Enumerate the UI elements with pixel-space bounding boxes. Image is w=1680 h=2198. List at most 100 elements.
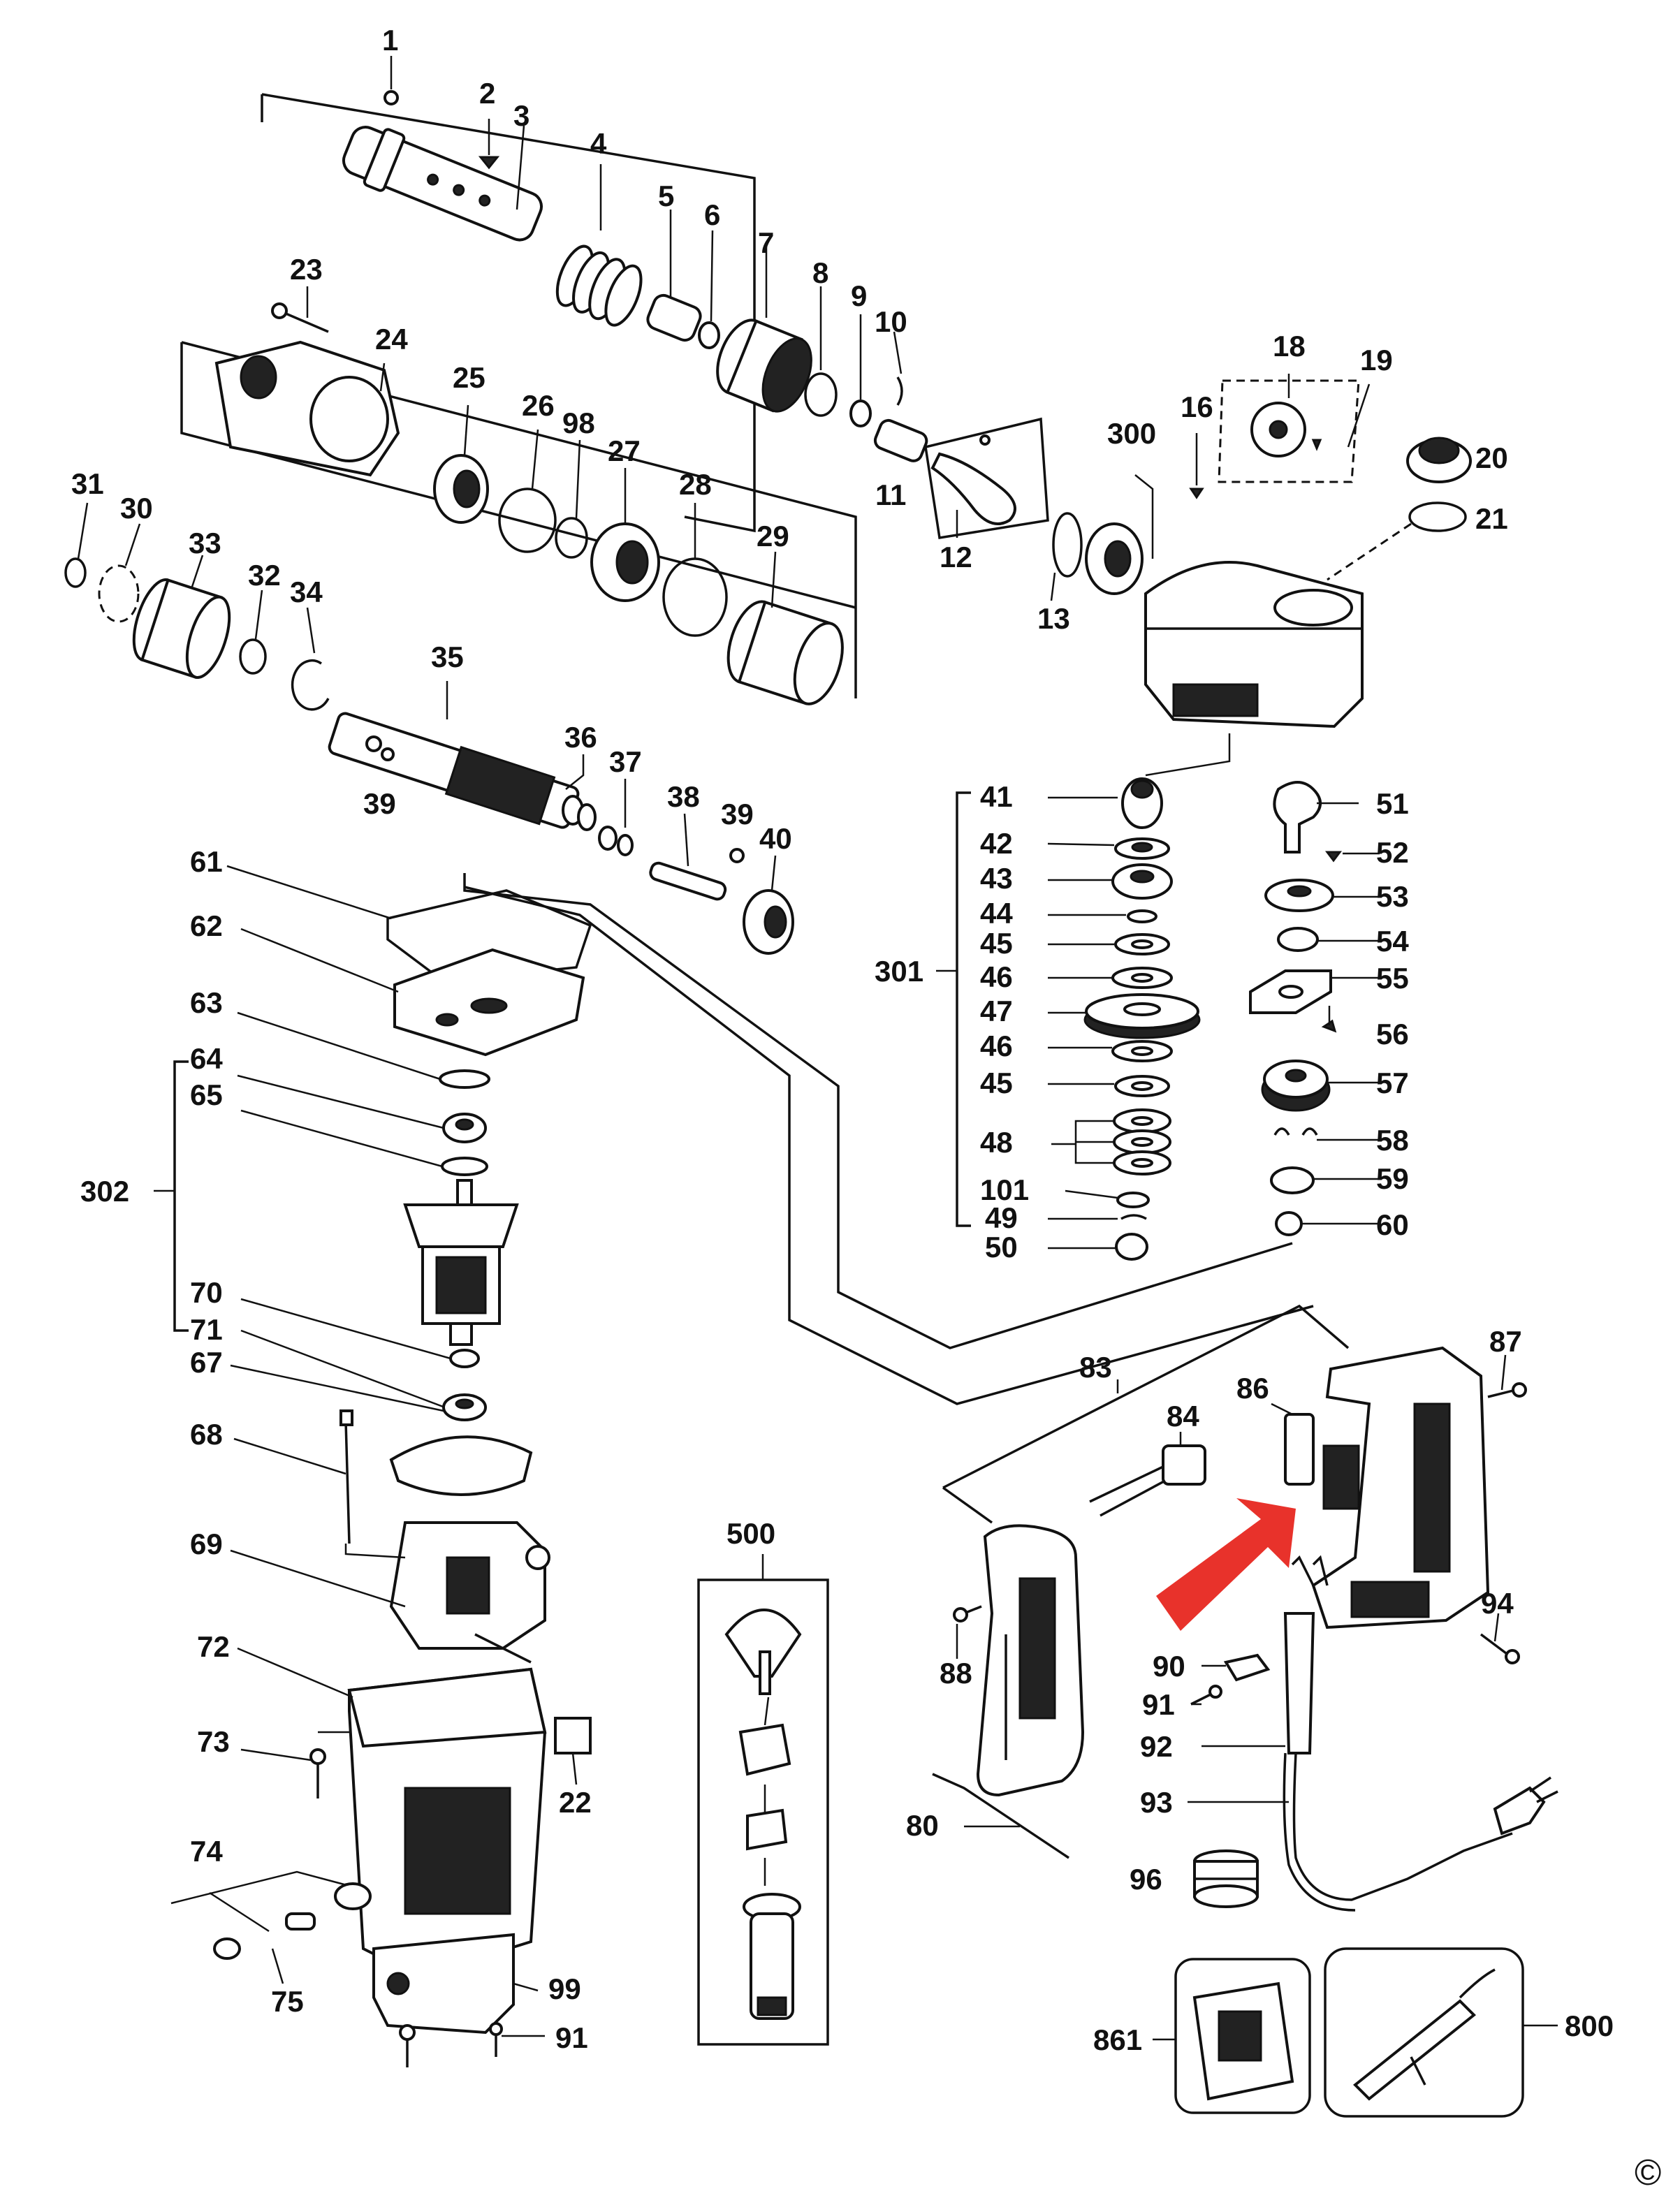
part-label-47: 47 <box>980 995 1013 1027</box>
spindle-assembly <box>180 56 1472 777</box>
part-label-27: 27 <box>608 434 641 467</box>
barrel-assembly <box>64 286 844 955</box>
part-label-500: 500 <box>726 1517 775 1550</box>
part-label-63: 63 <box>190 986 223 1019</box>
part-label-9: 9 <box>851 279 867 312</box>
part-label-70: 70 <box>190 1276 223 1309</box>
part-label-29: 29 <box>757 520 789 552</box>
part-label-33: 33 <box>189 527 221 559</box>
part-label-91a: 91 <box>555 2021 588 2054</box>
part-label-53: 53 <box>1376 880 1409 913</box>
part-label-80: 80 <box>906 1809 939 1842</box>
copyright-icon: © <box>1635 2153 1661 2193</box>
part-label-1: 1 <box>382 24 398 57</box>
part-label-91b: 91 <box>1142 1688 1175 1721</box>
part-label-41: 41 <box>980 780 1013 813</box>
part-label-60: 60 <box>1376 1208 1409 1241</box>
part-label-301: 301 <box>875 955 923 988</box>
part-label-92: 92 <box>1140 1730 1173 1763</box>
part-label-42: 42 <box>980 827 1013 860</box>
part-label-67: 67 <box>190 1346 223 1379</box>
part-labels: 1 2 3 4 5 6 7 8 9 10 11 12 13 16 18 19 2… <box>71 24 1661 2193</box>
part-label-90: 90 <box>1153 1650 1185 1683</box>
motor-assembly <box>154 865 592 2067</box>
part-label-8: 8 <box>812 256 828 289</box>
red-arrow-icon <box>1156 1498 1296 1631</box>
part-label-46a: 46 <box>980 960 1013 993</box>
gear-stack-51-60 <box>1249 781 1380 1236</box>
part-label-36: 36 <box>564 721 597 754</box>
part-label-59: 59 <box>1376 1162 1409 1195</box>
part-label-73: 73 <box>197 1725 230 1758</box>
part-label-69: 69 <box>190 1527 223 1560</box>
part-label-40: 40 <box>759 822 792 855</box>
part-label-62: 62 <box>190 909 223 942</box>
part-label-19: 19 <box>1360 344 1393 376</box>
part-label-72: 72 <box>197 1630 230 1663</box>
part-label-52: 52 <box>1376 836 1409 869</box>
part-label-3: 3 <box>513 99 529 132</box>
part-label-43: 43 <box>980 862 1013 895</box>
part-label-45b: 45 <box>980 1067 1013 1099</box>
part-label-83: 83 <box>1079 1351 1112 1384</box>
part-label-71: 71 <box>190 1313 223 1346</box>
part-label-98: 98 <box>562 406 595 439</box>
part-label-5: 5 <box>658 179 674 212</box>
part-label-28: 28 <box>679 468 712 501</box>
part-label-57: 57 <box>1376 1067 1409 1099</box>
accessory-800-tool <box>1324 1947 1558 2118</box>
part-label-58: 58 <box>1376 1124 1409 1157</box>
part-label-24: 24 <box>375 323 408 356</box>
part-label-10: 10 <box>875 305 907 338</box>
part-label-74: 74 <box>190 1835 223 1868</box>
part-label-35: 35 <box>431 640 464 673</box>
part-label-56: 56 <box>1376 1018 1409 1050</box>
part-label-7: 7 <box>758 226 774 259</box>
accessory-861-case <box>1153 1958 1311 2114</box>
part-label-11: 11 <box>875 478 906 511</box>
part-label-39b: 39 <box>721 798 754 830</box>
part-label-300: 300 <box>1107 417 1156 450</box>
part-label-96: 96 <box>1130 1863 1162 1896</box>
part-label-39a: 39 <box>363 787 396 820</box>
part-label-20: 20 <box>1475 441 1508 474</box>
part-label-32: 32 <box>248 559 281 592</box>
part-label-55: 55 <box>1376 962 1409 995</box>
part-label-25: 25 <box>453 361 485 394</box>
part-label-4: 4 <box>590 127 607 160</box>
gear-stack-301 <box>936 777 1201 1261</box>
part-label-18: 18 <box>1273 330 1306 362</box>
part-label-37: 37 <box>609 745 642 778</box>
part-label-50: 50 <box>985 1231 1018 1263</box>
part-label-13: 13 <box>1037 602 1070 635</box>
part-label-68: 68 <box>190 1418 223 1451</box>
part-label-99: 99 <box>548 1972 581 2005</box>
part-label-6: 6 <box>704 198 720 231</box>
part-label-48: 48 <box>980 1126 1013 1159</box>
part-label-38: 38 <box>667 780 700 813</box>
part-label-800: 800 <box>1565 2009 1614 2042</box>
part-label-75: 75 <box>271 1985 304 2018</box>
part-label-61: 61 <box>190 845 223 878</box>
part-label-2: 2 <box>479 77 495 110</box>
part-label-94: 94 <box>1481 1587 1514 1620</box>
part-label-51: 51 <box>1376 787 1409 820</box>
part-label-26: 26 <box>522 389 555 422</box>
part-label-12: 12 <box>940 541 972 573</box>
part-label-101: 101 <box>980 1173 1029 1206</box>
part-label-21: 21 <box>1475 502 1508 535</box>
part-label-31: 31 <box>71 467 104 500</box>
part-label-93: 93 <box>1140 1786 1173 1819</box>
rear-handle-assembly <box>932 1304 1558 1912</box>
part-label-34: 34 <box>290 576 323 608</box>
part-label-49: 49 <box>985 1201 1018 1234</box>
part-label-65: 65 <box>190 1078 223 1111</box>
part-label-302: 302 <box>80 1175 129 1208</box>
part-label-84: 84 <box>1167 1400 1199 1433</box>
part-label-30: 30 <box>120 492 153 525</box>
part-label-22: 22 <box>559 1786 592 1819</box>
part-label-86: 86 <box>1236 1372 1269 1405</box>
part-label-64: 64 <box>190 1042 223 1075</box>
part-label-44: 44 <box>980 897 1013 930</box>
